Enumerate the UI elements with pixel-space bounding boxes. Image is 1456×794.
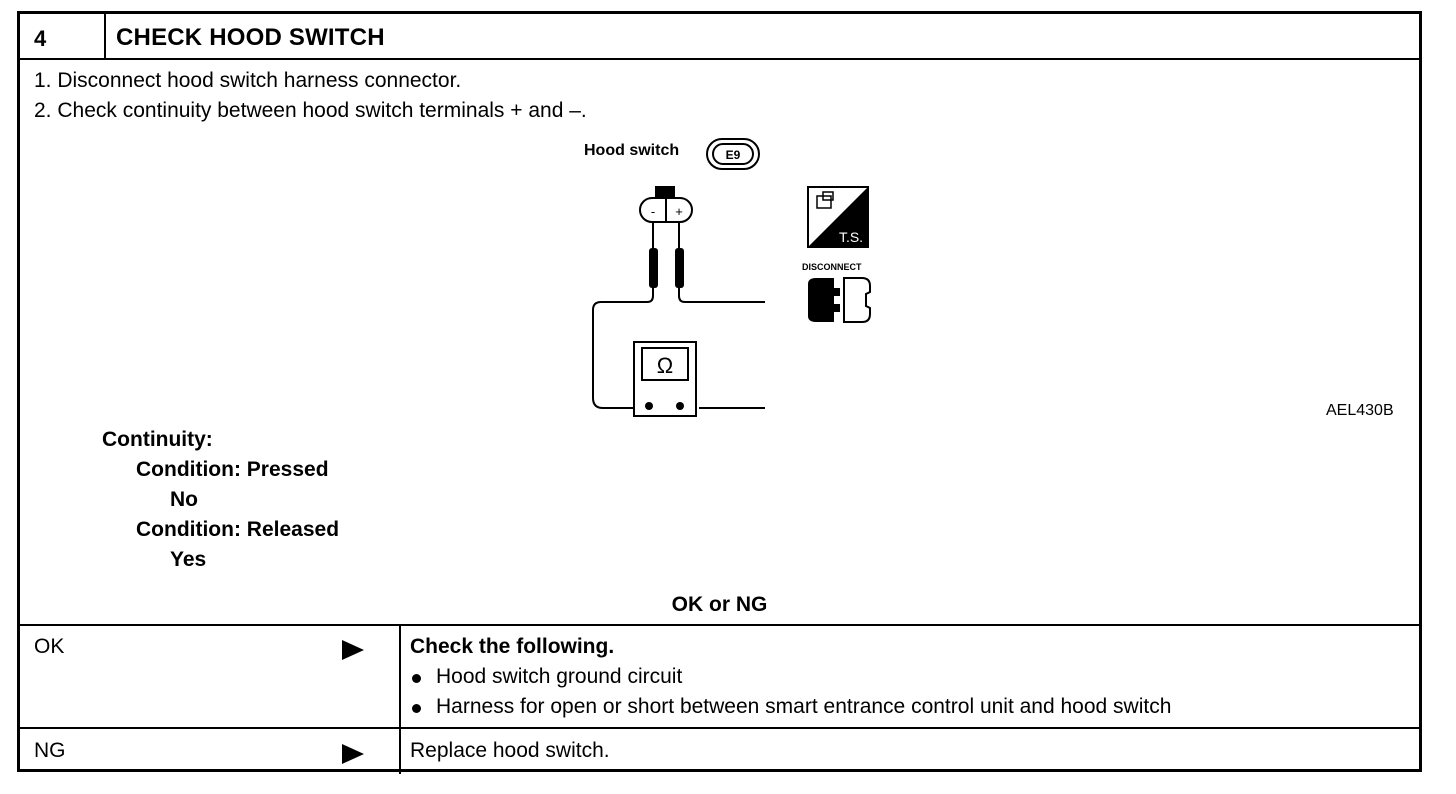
result-pressed: No: [170, 488, 198, 511]
test-symbol-icon: T.S.: [807, 186, 869, 253]
ng-row-top-rule: [20, 727, 1419, 729]
ok-label: OK: [34, 635, 65, 658]
instruction-2: 2. Check continuity between hood switch …: [34, 99, 587, 122]
ok-arrow-icon: [342, 640, 364, 660]
disconnect-label: DISCONNECT: [802, 262, 862, 272]
procedure-table: 4 CHECK HOOD SWITCH 1. Disconnect hood s…: [17, 11, 1422, 774]
ts-label: T.S.: [839, 229, 863, 245]
ohmmeter-icon: Ω: [632, 340, 700, 425]
figure-code: AEL430B: [1326, 402, 1394, 419]
terminal-plus: +: [675, 204, 683, 219]
harness-connector-icon: - +: [565, 184, 780, 429]
ng-arrow-icon: [342, 744, 364, 764]
result-column-divider: [399, 624, 401, 774]
ok-item-1: Hood switch ground circuit: [436, 665, 683, 688]
connector-id-badge: E9: [706, 138, 760, 175]
spec-heading: Continuity:: [102, 428, 213, 451]
header-rule: [20, 58, 1419, 60]
condition-released: Condition: Released: [136, 518, 340, 541]
decision-heading: OK or NG: [671, 593, 768, 616]
figure-label: Hood switch: [584, 142, 680, 159]
instruction-1: 1. Disconnect hood switch harness connec…: [34, 69, 462, 92]
result-released: Yes: [170, 548, 207, 571]
disconnect-icon: [804, 274, 874, 331]
bullet-icon: [412, 704, 421, 713]
ng-action: Replace hood switch.: [410, 739, 610, 762]
ok-row-top-rule: [20, 624, 1419, 626]
ok-item-2: Harness for open or short between smart …: [436, 695, 1172, 718]
header-divider: [104, 14, 106, 58]
condition-pressed: Condition: Pressed: [136, 458, 329, 481]
terminal-minus: -: [651, 204, 655, 219]
connector-id-text: E9: [726, 148, 741, 162]
ng-label: NG: [34, 739, 66, 762]
meter-symbol: Ω: [657, 353, 673, 378]
step-title: CHECK HOOD SWITCH: [116, 24, 385, 51]
ok-action-title: Check the following.: [410, 635, 615, 658]
step-number: 4: [34, 26, 47, 51]
bullet-icon: [412, 674, 421, 683]
